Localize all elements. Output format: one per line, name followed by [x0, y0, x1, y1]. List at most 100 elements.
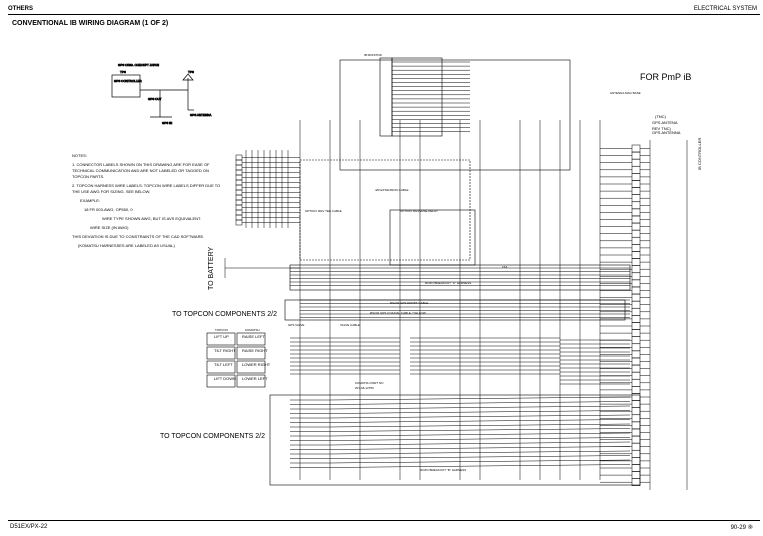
extension-cable-label: 4/R EXTENSION CABLE	[375, 188, 409, 192]
connector-cell	[631, 180, 641, 188]
footer-rule	[8, 520, 760, 521]
valve-row-3-komatsu: LOWER RIGHT	[242, 362, 271, 367]
connector-cell	[631, 251, 641, 259]
connector-cell	[631, 187, 641, 195]
valve-row-4-komatsu: LOWER LEFT	[242, 376, 268, 381]
connector-cell	[631, 421, 641, 430]
breakout-b-label: ROZO BREAKOUT "B" HARNESS	[420, 468, 466, 472]
connector-cell	[631, 308, 641, 316]
breakout-a-label: ROZO BREAKOUT "A" HARNESS	[425, 281, 471, 285]
connector-cell	[631, 215, 641, 224]
notes-block: NOTES: 1. CONNECTOR LABELS SHOWN ON THIS…	[72, 153, 222, 252]
connector-cell	[631, 265, 641, 273]
notes-heading: NOTES:	[72, 153, 87, 158]
ib-controller-terminals	[631, 140, 688, 490]
connector-cell	[235, 164, 243, 171]
connector-cell	[631, 329, 641, 337]
connector-cell	[235, 199, 243, 206]
connector-cell	[631, 166, 641, 174]
gps-controller-label: GPS CONTROLLER	[114, 79, 143, 83]
connector-cell	[235, 179, 243, 186]
gps-connection-diagram: GPS ORIG. CHECKPT JAPAN TPS TPS GPS CONT…	[111, 63, 212, 125]
connector-cell	[235, 154, 243, 161]
tnc-label-1: (TNC)	[655, 114, 667, 119]
valve-row-2-komatsu: RAISE RIGHT	[242, 348, 268, 353]
connector-cell	[631, 237, 641, 245]
connector-cell	[631, 442, 641, 451]
valve-row-1-komatsu: RAISE LEFT	[242, 334, 265, 339]
note-1: 1. CONNECTOR LABELS SHOWN ON THIS DRAWIN…	[72, 162, 210, 179]
connector-cell	[631, 286, 641, 295]
rs232-label: RS232 GPS DROPT CABLE	[390, 301, 428, 305]
footer-right: 90-29 ⑨	[730, 525, 753, 531]
connector-cell	[235, 204, 243, 211]
connector-cell	[631, 471, 641, 479]
note-code: 18 FR 003-AWG, OP550, 0	[84, 207, 133, 212]
connector-cell	[631, 450, 641, 458]
valve-cable-label: VALVE CABLE	[340, 323, 360, 327]
ib-controller-label: IB CONTROLLER	[697, 138, 702, 170]
valve-table-text: LIFT UP RAISE LEFT TILT RIGHT RAISE RIGH…	[214, 334, 271, 381]
connector-cell	[631, 371, 641, 380]
connector-cell	[631, 293, 641, 302]
footer-left: D51EX/PX-22	[10, 524, 48, 530]
valve-table-topcon-header: TOPCON	[215, 328, 228, 332]
gps-tps-2: TPS	[188, 70, 194, 74]
part-no-label: 20Y-06-12750	[355, 386, 374, 390]
connector-cell	[235, 189, 243, 196]
connector-cell	[631, 364, 641, 373]
connector-cell	[631, 272, 641, 281]
connector-cell	[631, 414, 641, 423]
for-pmp-label: FOR PmP iB	[640, 72, 691, 82]
page-title: CONVENTIONAL IB WIRING DIAGRAM (1 OF 2)	[12, 20, 169, 27]
left-terminal-block	[235, 150, 289, 228]
header-rule	[8, 14, 760, 15]
tnc-label-3: REV TNC)	[652, 126, 671, 131]
gps-valve-label: GPS VALVE	[288, 323, 304, 327]
gps-top-label: GPS ORIG. CHECKPT JAPAN	[118, 63, 159, 67]
connector-cell	[235, 214, 243, 221]
note-wire-size: WIRE SIZE (IN AWG)	[90, 225, 129, 230]
note-wire-type: WIRE TYPE SHOWN AWG, BUT IS AVS EQUIVALE…	[102, 216, 202, 221]
connector-cell	[631, 201, 641, 210]
valve-row-4-topcon: LIFT DOWN	[214, 376, 236, 381]
connector-cell	[631, 322, 641, 330]
header-right: ELECTRICAL SYSTEM	[693, 6, 757, 12]
connector-cell	[235, 169, 243, 176]
valve-row-1-topcon: LIFT UP	[214, 334, 229, 339]
valve-table-komatsu-header: KOMATSU	[245, 328, 260, 332]
gps-antenna-label: GPS ANTENNA	[190, 113, 211, 117]
coax-label: RS232 GPS COAXIAL CABLE / YELLOW	[370, 311, 426, 315]
connector-cell	[235, 174, 243, 181]
note-3: THIS DEVIATION IS DUE TO CONSTRAINTS OF …	[72, 234, 205, 239]
komatsu-part-label: KOMATSU PART NO	[355, 381, 384, 385]
connector-cell	[235, 219, 243, 226]
connector-cell	[631, 407, 641, 415]
connector-cell	[631, 208, 641, 217]
ib-monitor: IB MONITOR	[364, 53, 443, 137]
connector-cell	[631, 357, 641, 366]
wire-bundles	[224, 61, 632, 483]
connector-cell	[631, 144, 641, 153]
connector-cell	[631, 279, 641, 288]
connector-cell	[631, 173, 641, 181]
connector-cell	[631, 478, 641, 486]
valve-row-2-topcon: TILT RIGHT	[214, 348, 236, 353]
connector-cell	[631, 336, 641, 344]
topcon-components-2-label: TO TOPCON COMPONENTS 2/2	[160, 433, 265, 440]
reverse-relay-label: OPTION: REVERSE RELAY	[400, 209, 438, 213]
to-battery-label: TO BATTERY	[208, 246, 215, 290]
connector-cell	[631, 379, 641, 387]
monitor-label: IB MONITOR	[364, 53, 383, 57]
rev-tee-label: OPTION: REV TEE CABLE	[305, 209, 342, 213]
connector-cell	[631, 464, 641, 472]
gps-con2: GPS IN	[162, 121, 172, 125]
connector-cell	[631, 151, 641, 160]
connector-cell	[631, 222, 641, 231]
connector-cell	[631, 315, 641, 323]
fuse-label: 15A	[502, 265, 507, 269]
antenna-base-label: ANTENNA MAG BASE	[610, 91, 641, 95]
connector-cell	[631, 400, 641, 408]
connector-cell	[235, 159, 243, 166]
